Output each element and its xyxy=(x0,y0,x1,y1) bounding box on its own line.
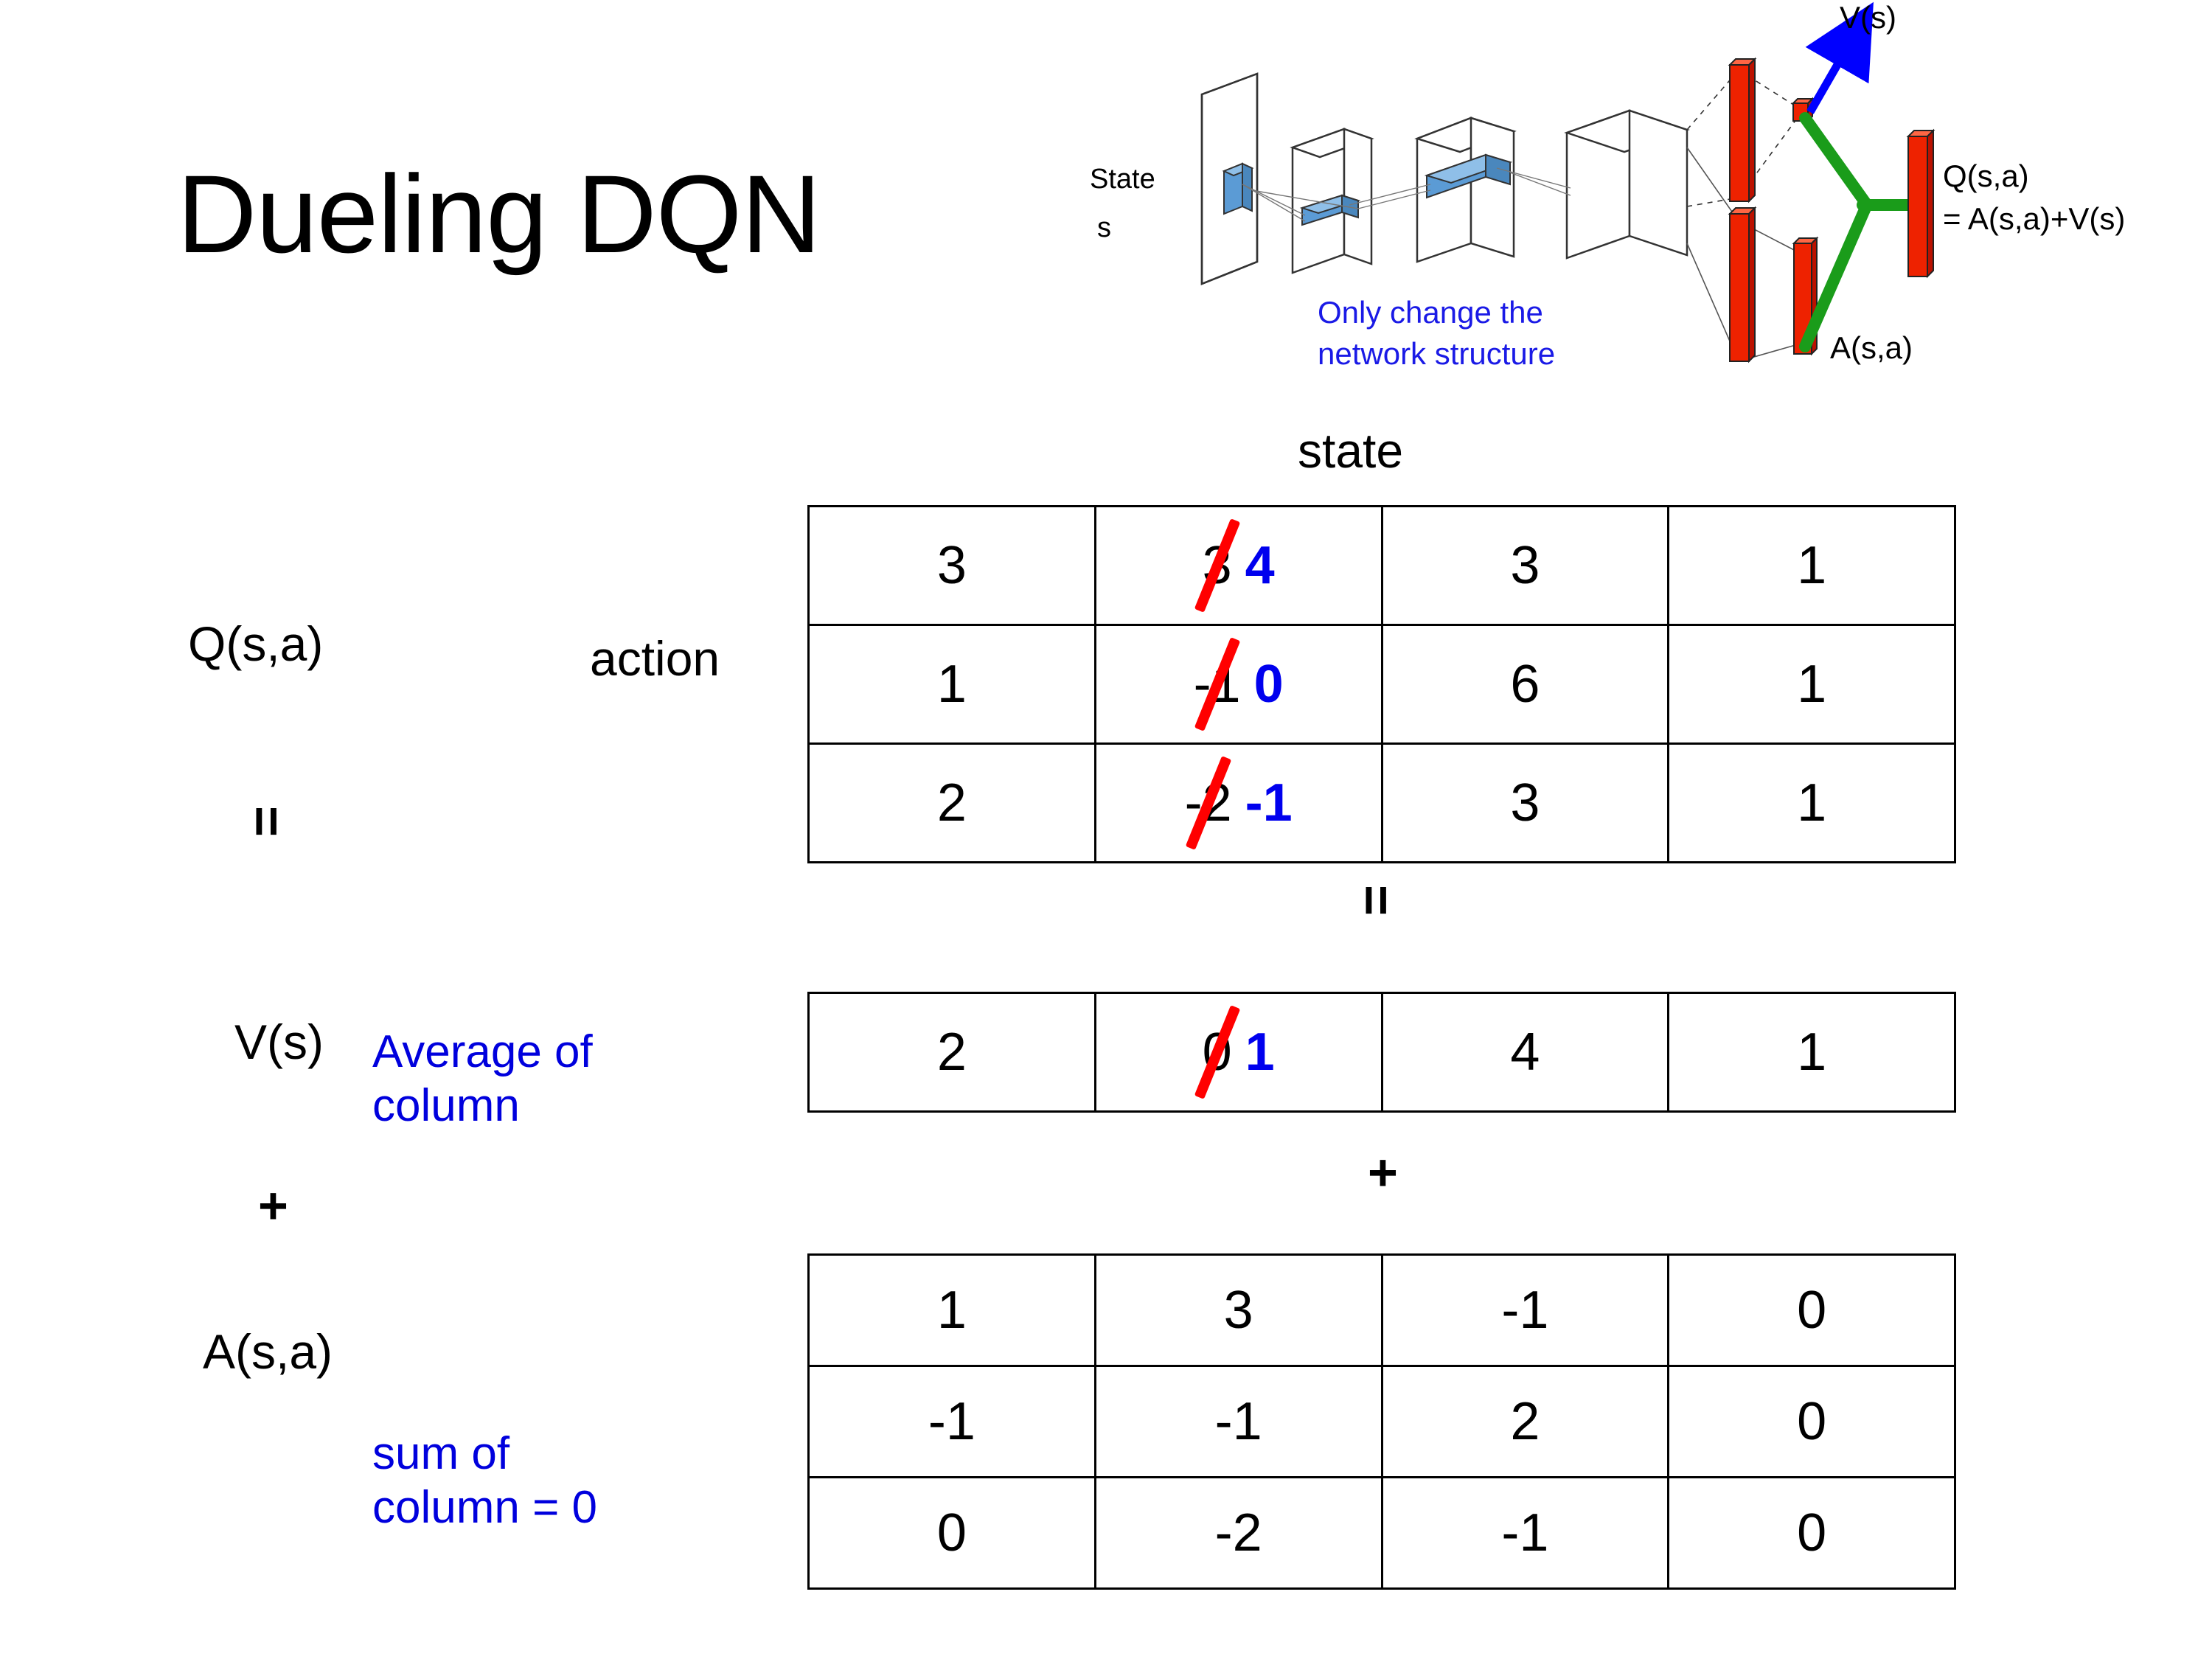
table-cell: -1 xyxy=(1093,1365,1383,1478)
strikethrough-mark xyxy=(1194,518,1240,613)
sum-note-line2: column = 0 xyxy=(372,1482,598,1534)
diagram-value-stream-label: V(s) xyxy=(1840,0,1896,35)
diagram-note-line1: Only change the xyxy=(1318,295,1543,330)
struck-old-value: -1 xyxy=(1194,637,1241,731)
sum-of-column-note: sum of column = 0 xyxy=(372,1427,597,1534)
corrected-new-value: 0 xyxy=(1253,655,1284,714)
a-function-label: A(s,a) xyxy=(203,1324,333,1379)
table-cell: 3 xyxy=(807,505,1096,626)
table-cell: 0 xyxy=(807,1476,1096,1590)
table-cell: 0 xyxy=(1667,1365,1956,1478)
diagram-advantage-stream-label: A(s,a) xyxy=(1830,330,1913,365)
sum-note-line1: sum of xyxy=(372,1428,510,1479)
table-cell: 1 xyxy=(1667,624,1956,745)
diagram-note-line2: network structure xyxy=(1318,336,1556,371)
average-note-line2: column xyxy=(372,1080,520,1132)
table-cell: 1 xyxy=(807,624,1096,745)
struck-old-value: 0 xyxy=(1194,1005,1240,1099)
equals-sign-middle: = xyxy=(1346,874,1405,927)
plus-sign-left: + xyxy=(258,1177,288,1234)
table-cell: -1 xyxy=(1380,1253,1670,1367)
diagram-state-label-line1: State xyxy=(1090,164,1155,195)
diagram-q-label-line1: Q(s,a) xyxy=(1943,159,2029,193)
strikethrough-mark xyxy=(1194,637,1240,731)
table-cell: 2 xyxy=(807,742,1096,863)
struck-old-value: -2 xyxy=(1185,756,1232,850)
diagram-state-label-line2: s xyxy=(1097,212,1111,243)
table-cell: 1 xyxy=(1667,992,1956,1113)
table-cell: 1 xyxy=(1667,505,1956,626)
table-cell: 1 xyxy=(1667,742,1956,863)
page-title: Dueling DQN xyxy=(177,152,821,276)
table-cell: 0 xyxy=(1667,1476,1956,1590)
table-cell: -2 xyxy=(1093,1476,1383,1590)
table-cell: 3 xyxy=(1093,1253,1383,1367)
average-of-column-note: Average of column xyxy=(372,1025,593,1133)
table-cell: -2-1 xyxy=(1093,742,1383,863)
struck-old-value: 3 xyxy=(1194,518,1240,613)
equals-glyph-middle: = xyxy=(1346,884,1406,917)
table-cell: 2 xyxy=(807,992,1096,1113)
table-cell: 6 xyxy=(1380,624,1670,745)
dueling-network-diagram: State s Only change the network structur… xyxy=(1084,0,2212,413)
table-cell: 0 xyxy=(1667,1253,1956,1367)
state-axis-label: state xyxy=(1298,423,1404,478)
v-function-label: V(s) xyxy=(234,1015,324,1069)
table-cell: 2 xyxy=(1380,1365,1670,1478)
table-cell: -1 xyxy=(807,1365,1096,1478)
action-axis-label: action xyxy=(590,631,720,686)
strikethrough-mark xyxy=(1185,756,1231,850)
equals-glyph-left: = xyxy=(237,805,296,838)
average-note-line1: Average of xyxy=(372,1026,593,1077)
equals-sign-left: = xyxy=(237,795,296,848)
table-cell: 1 xyxy=(807,1253,1096,1367)
corrected-new-value: -1 xyxy=(1245,773,1293,832)
table-cell: 3 xyxy=(1380,742,1670,863)
corrected-new-value: 1 xyxy=(1245,1023,1275,1082)
table-cell: 4 xyxy=(1380,992,1670,1113)
q-function-label: Q(s,a) xyxy=(188,616,324,671)
table-cell: -1 xyxy=(1380,1476,1670,1590)
plus-sign-middle: + xyxy=(1368,1144,1398,1201)
diagram-q-label-line2: = A(s,a)+V(s) xyxy=(1943,201,2126,236)
strikethrough-mark xyxy=(1194,1005,1240,1099)
corrected-new-value: 4 xyxy=(1245,536,1275,595)
table-cell: 3 xyxy=(1380,505,1670,626)
